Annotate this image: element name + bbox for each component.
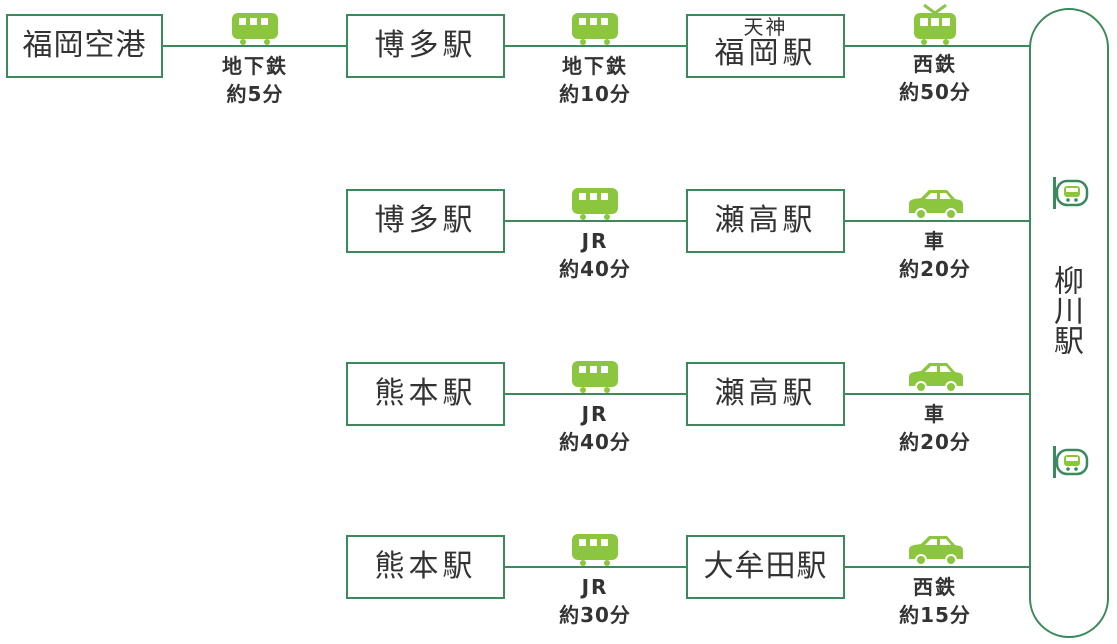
segment-mode: 車 bbox=[924, 229, 946, 253]
car-icon bbox=[909, 190, 963, 220]
segment-1-1: 地下鉄 約5分 bbox=[180, 12, 330, 108]
train-icon bbox=[572, 361, 618, 393]
segment-time: 約5分 bbox=[226, 82, 284, 106]
destination-terminal: 柳川駅 bbox=[1029, 8, 1109, 638]
segment-3-1: JR 約40分 bbox=[520, 360, 670, 456]
origin-station-box: 福岡空港 bbox=[6, 14, 163, 78]
segment-mode: 西鉄 bbox=[913, 575, 957, 599]
segment-time: 約20分 bbox=[899, 257, 971, 281]
segment-time: 約10分 bbox=[559, 82, 631, 106]
segment-3-2: 車 約20分 bbox=[860, 360, 1010, 456]
station-box-r3-s2: 瀬高駅 bbox=[686, 362, 845, 426]
segment-time: 約20分 bbox=[899, 430, 971, 454]
car-icon bbox=[909, 363, 963, 393]
train-icon bbox=[572, 188, 618, 220]
segment-mode: 地下鉄 bbox=[562, 54, 628, 78]
tram-train-icon bbox=[914, 4, 956, 45]
segment-mode: 車 bbox=[924, 402, 946, 426]
segment-time: 約50分 bbox=[899, 80, 971, 104]
car-icon bbox=[909, 536, 963, 566]
destination-station-name: 柳川駅 bbox=[1048, 265, 1083, 355]
station-subname: 天神 bbox=[743, 15, 788, 39]
segment-mode: JR bbox=[581, 575, 609, 599]
subway-train-icon bbox=[572, 13, 618, 45]
station-name: 博多駅 bbox=[374, 28, 477, 63]
segment-mode: JR bbox=[581, 402, 609, 426]
station-box-r1-s1: 博多駅 bbox=[346, 14, 505, 78]
segment-mode: 地下鉄 bbox=[222, 54, 288, 78]
station-name: 熊本駅 bbox=[374, 376, 477, 411]
segment-time: 約40分 bbox=[559, 430, 631, 454]
segment-time: 約30分 bbox=[559, 603, 631, 627]
station-box-r2-s1: 博多駅 bbox=[346, 189, 505, 253]
station-box-r2-s2: 瀬高駅 bbox=[686, 189, 845, 253]
station-box-r4-s1: 熊本駅 bbox=[346, 535, 505, 599]
segment-1-3: 西鉄 約50分 bbox=[860, 4, 1010, 106]
station-name: 福岡駅 bbox=[714, 36, 817, 71]
station-name: 大牟田駅 bbox=[703, 549, 828, 584]
station-sign-icon bbox=[1053, 177, 1089, 209]
train-icon bbox=[572, 534, 618, 566]
route-line-1 bbox=[160, 45, 1030, 47]
station-box-r4-s2: 大牟田駅 bbox=[686, 535, 845, 599]
station-name: 瀬高駅 bbox=[714, 203, 817, 238]
segment-4-1: JR 約30分 bbox=[520, 533, 670, 629]
station-name: 熊本駅 bbox=[374, 549, 477, 584]
segment-time: 約40分 bbox=[559, 257, 631, 281]
station-box-r1-s2: 天神 福岡駅 bbox=[686, 14, 845, 78]
segment-4-2: 西鉄 約15分 bbox=[860, 533, 1010, 629]
origin-station-name: 福岡空港 bbox=[22, 28, 147, 63]
station-name: 博多駅 bbox=[374, 203, 477, 238]
segment-mode: JR bbox=[581, 229, 609, 253]
segment-1-2: 地下鉄 約10分 bbox=[520, 12, 670, 108]
segment-mode: 西鉄 bbox=[913, 52, 957, 76]
segment-time: 約15分 bbox=[899, 603, 971, 627]
station-box-r3-s1: 熊本駅 bbox=[346, 362, 505, 426]
station-name: 瀬高駅 bbox=[714, 376, 817, 411]
segment-2-2: 車 約20分 bbox=[860, 187, 1010, 283]
segment-2-1: JR 約40分 bbox=[520, 187, 670, 283]
station-sign-icon bbox=[1053, 446, 1089, 478]
subway-train-icon bbox=[232, 13, 278, 45]
